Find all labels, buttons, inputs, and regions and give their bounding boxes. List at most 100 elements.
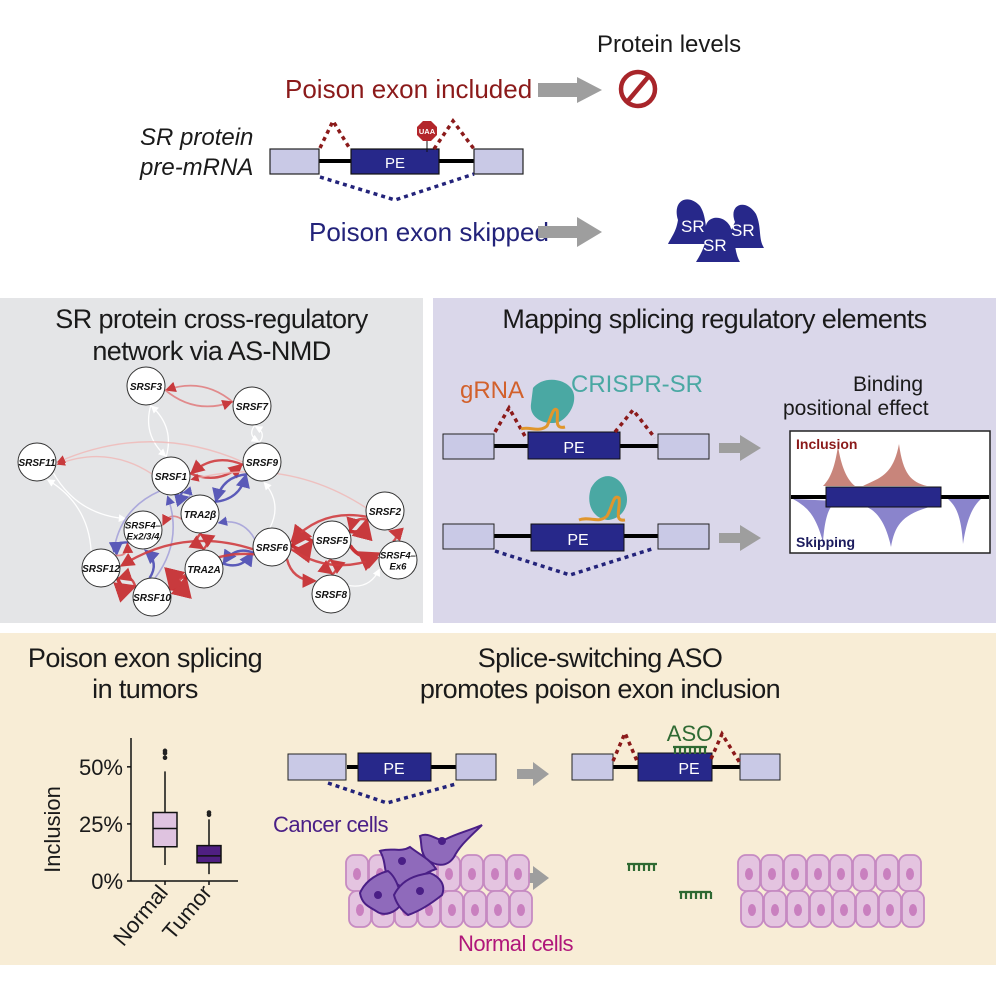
- exon-left-top: [442, 433, 495, 460]
- network-node: SRSF11: [17, 442, 57, 482]
- outlier-point: [162, 755, 168, 760]
- network-node-label: SRSF11: [18, 458, 55, 469]
- network-edge: [329, 559, 346, 576]
- network-edge: [150, 405, 170, 458]
- binding-effect-plot: [789, 430, 991, 554]
- network-title-line2: network via AS-NMD: [92, 336, 331, 366]
- box-tumor: [196, 810, 222, 875]
- network-node-circle: [151, 456, 191, 496]
- network-edge: [290, 547, 380, 569]
- network-edge: [217, 516, 256, 540]
- inclusion-arc-aso-left: [611, 728, 639, 762]
- binding-label-line1: Binding: [853, 373, 924, 396]
- pre-mrna-label-line2: pre-mRNA: [140, 154, 254, 181]
- network-edge: [119, 539, 254, 567]
- normal-cells-label: Normal cells: [458, 931, 574, 956]
- network-node-circle: [252, 527, 292, 567]
- network-node-label: Ex6: [390, 562, 408, 573]
- network-edge: [222, 548, 255, 565]
- cell-nucleus: [863, 904, 871, 916]
- sr-label-2: SR: [703, 236, 727, 255]
- binding-label-line2: positional effect: [783, 397, 929, 420]
- cell-nucleus: [745, 868, 753, 880]
- pre-mrna-label-line1: SR protein: [140, 124, 254, 151]
- network-edge: [348, 544, 382, 572]
- cell-nucleus: [814, 868, 822, 880]
- arrow-aso-top: [517, 762, 549, 786]
- box-iqr: [196, 844, 222, 864]
- normal-cells-tissue-right: [737, 854, 925, 928]
- crispr-sr-label: CRISPR-SR: [571, 371, 704, 398]
- prohibited-icon: [618, 69, 658, 109]
- network-edge: [164, 381, 234, 404]
- network-edge: [263, 481, 276, 529]
- cell-nucleus: [883, 868, 891, 880]
- network-node: TRA2A: [184, 549, 224, 589]
- outlier-point: [206, 810, 212, 815]
- aso-diagram: PE ASO PE: [287, 721, 925, 928]
- network-node-label: TRA2β: [184, 510, 216, 521]
- crispr-sr-protein-icon: [530, 379, 575, 424]
- network-node: SRSF4–Ex2/3/4: [123, 510, 163, 550]
- bottom-panel: Poison exon splicing in tumors Splice-sw…: [0, 633, 996, 965]
- network-edge: [214, 473, 250, 503]
- grna-strand-icon-bottom: [578, 495, 626, 522]
- network-node-label: SRSF12: [82, 564, 120, 575]
- grna-strand-icon: [520, 407, 566, 431]
- network-edge: [154, 495, 175, 579]
- cancer-cells-cluster: [358, 824, 483, 917]
- cell-nucleus: [425, 904, 433, 916]
- inclusion-arc-aso-right: [709, 730, 742, 764]
- upstream-exon: [269, 148, 320, 175]
- aso-title-line1: Splice-switching ASO: [477, 643, 723, 673]
- downstream-exon: [473, 148, 524, 175]
- poison-exon-top: [527, 431, 621, 460]
- arrow-mapping-bottom: [719, 525, 761, 551]
- network-edge: [290, 513, 368, 543]
- cell-nucleus: [494, 904, 502, 916]
- exon-right-bottom: [657, 523, 710, 550]
- poison-exon-box: [350, 148, 440, 175]
- pe-label-mapping-top: PE: [563, 440, 584, 457]
- network-edge: [52, 471, 127, 522]
- network-graph: SRSF3SRSF7SRSF11SRSF1SRSF9TRA2βSRSF4–Ex2…: [17, 366, 418, 617]
- cell-nucleus: [791, 868, 799, 880]
- skip-arc-bottom: [494, 546, 656, 577]
- network-node-label: SRSF2: [369, 507, 402, 518]
- sr-protein-cluster-icon: [668, 199, 764, 262]
- poison-exon-aso-right: [637, 752, 713, 782]
- pe-label-mapping-bottom: PE: [567, 532, 588, 549]
- cell-nucleus: [906, 868, 914, 880]
- inclusion-arc-left: [493, 404, 528, 439]
- skip-arc-aso: [327, 781, 457, 805]
- network-node: SRSF2: [365, 491, 405, 531]
- network-node: SRSF12: [81, 548, 121, 588]
- pe-label-top: PE: [385, 155, 405, 172]
- sr-label-3: SR: [731, 221, 755, 240]
- cell-nucleus: [353, 868, 361, 880]
- network-edge: [388, 527, 404, 543]
- sr-label-1: SR: [681, 217, 705, 236]
- network-node: SRSF10: [132, 577, 172, 617]
- network-node: SRSF5: [312, 520, 352, 560]
- poison-exon-skipped-label: Poison exon skipped: [309, 217, 549, 247]
- network-edge: [143, 549, 160, 579]
- network-edge: [173, 490, 190, 508]
- poison-exon-aso-left: [357, 752, 432, 782]
- network-edge: [182, 486, 193, 500]
- network-node-label: SRSF4–: [125, 521, 162, 532]
- pe-label-aso-right: PE: [678, 761, 699, 778]
- network-node-circle: [312, 520, 352, 560]
- mapping-diagram: PE PE Inclusion Skipping: [442, 379, 991, 577]
- y-tick-label: 25%: [79, 812, 123, 837]
- aso-in-cells-icon: [627, 862, 713, 899]
- inclusion-splice-arc-left: [318, 117, 352, 150]
- network-node-circle: [365, 491, 405, 531]
- network-node-circle: [242, 442, 282, 482]
- network-node-circle: [132, 577, 172, 617]
- cell-nucleus: [817, 904, 825, 916]
- arrow-aso-bottom: [517, 866, 549, 890]
- cell-nucleus: [840, 904, 848, 916]
- network-node-label: SRSF10: [133, 593, 171, 604]
